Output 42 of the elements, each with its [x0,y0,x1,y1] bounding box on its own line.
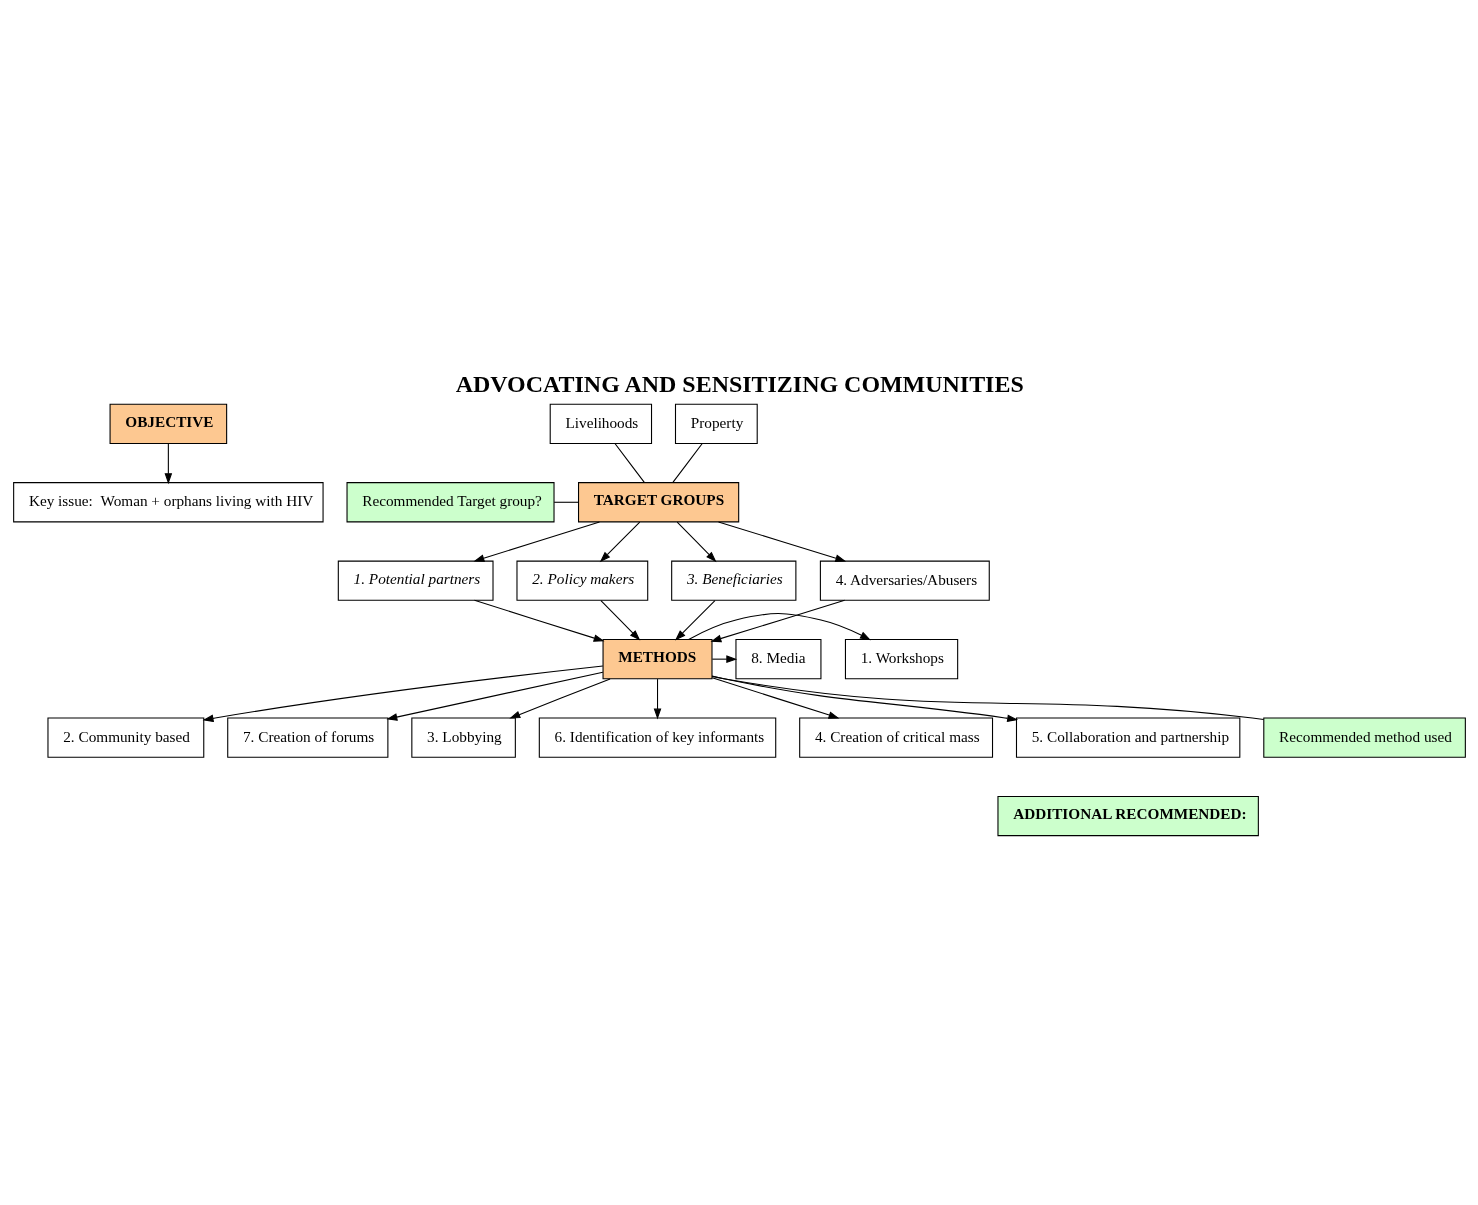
node-box: 2. Policy makers [515,560,648,601]
arrow [202,665,603,723]
arrow [385,671,603,721]
arrow [687,612,871,641]
node-box: Livelihoods [549,403,652,444]
node-box: 7. Creation of forums [226,717,388,758]
node-box: 8. Media [734,639,821,680]
arrow [508,678,611,719]
node-box: 4. Adversaries/Abusers [819,560,990,601]
connector [671,443,703,484]
arrow [711,675,1018,723]
arrow [164,443,172,485]
connector [711,675,1264,720]
arrow [653,678,661,720]
connector [553,501,579,503]
arrow [676,521,717,563]
node-box: METHODS [602,639,713,680]
arrow [711,677,839,719]
node-box: ADDITIONAL RECOMMENDED: [996,795,1259,837]
arrow [717,521,846,562]
arrow [473,599,605,642]
arrow [674,600,715,641]
arrow [472,521,600,562]
node-box: Recommended Target group? [346,482,555,523]
connector [614,443,645,484]
node-box: 3. Lobbying [410,717,516,758]
node-box: 4. Creation of critical mass [798,717,993,758]
arrow [599,521,640,563]
node-box: Key issue: Woman + orphans living with HIV [12,482,324,523]
node-box: Property [674,403,758,444]
node-box: 2. Community based [46,717,204,758]
node-box: TARGET GROUPS [577,482,739,523]
node-box: 1. Potential partners [337,560,494,601]
node-box: OBJECTIVE [109,403,227,444]
node-box: 3. Beneficiaries [670,560,796,601]
node-box: 6. Identification of key informants [538,717,776,758]
arrow [709,599,845,643]
node-box: 1. Workshops [844,639,958,680]
diagram-title: ADVOCATING AND SENSITIZING COMMUNITIES [455,370,1024,397]
node-box: 5. Collaboration and partnership [1015,717,1240,758]
node-box: Recommended method used [1262,717,1466,758]
arrow [599,600,640,641]
